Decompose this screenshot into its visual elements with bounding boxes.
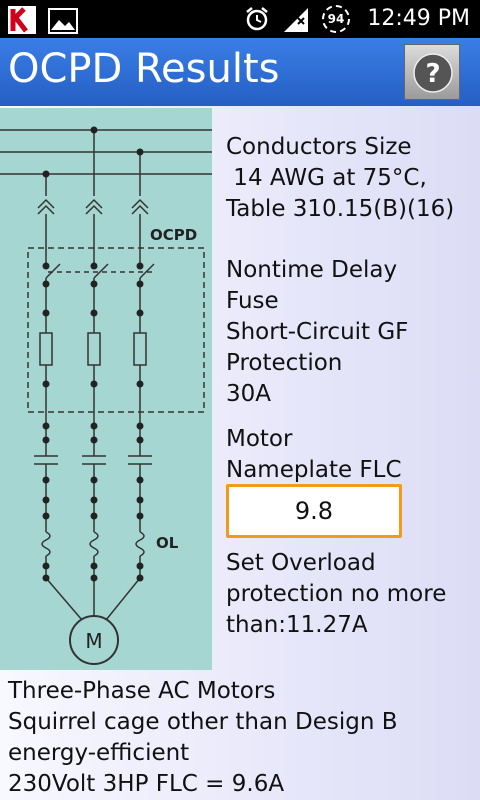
overload-line3: than:11.27A (226, 612, 368, 638)
nameplate-flc-input[interactable] (226, 484, 402, 538)
image-icon (48, 8, 78, 34)
motor-info: Three-Phase AC Motors Squirrel cage othe… (8, 676, 397, 800)
protection-type-line1: Nontime Delay (226, 257, 398, 283)
ol-label: OL (156, 534, 179, 552)
question-icon: ? (413, 53, 453, 93)
protection-value: 30A (226, 381, 272, 407)
motor-info-line1: Three-Phase AC Motors (8, 678, 276, 704)
motor-info-line3: energy-efficient (8, 740, 190, 766)
motor-label: M (85, 629, 102, 653)
ocpd-label: OCPD (150, 226, 197, 244)
motor-info-line2: Squirrel cage other than Design B (8, 709, 398, 735)
protection-type-line3: Short-Circuit GF (226, 319, 409, 345)
conductors-size-label: Conductors Size (226, 134, 412, 160)
flc-label-line2: Nameplate FLC (226, 457, 402, 483)
page-title: OCPD Results (8, 46, 280, 92)
motor-info-line4: 230Volt 3HP FLC = 9.6A (8, 771, 285, 797)
kaspersky-icon (8, 6, 36, 34)
conductors-size-value: 14 AWG at 75°C, (226, 165, 427, 191)
title-bar: OCPD Results ? (0, 38, 480, 106)
alarm-icon (246, 7, 268, 31)
overload-line1: Set Overload (226, 550, 376, 576)
conductors-table-ref: Table 310.15(B)(16) (226, 196, 455, 222)
protection-type-line2: Fuse (226, 288, 279, 314)
motor-circuit-diagram: OCPD OL M (0, 108, 212, 670)
signal-icon (284, 8, 308, 32)
content-area: OCPD OL M Conductors Size 14 AWG at 75°C… (0, 106, 480, 800)
protection-type-line4: Protection (226, 350, 343, 376)
flc-label-line1: Motor (226, 426, 293, 452)
help-button[interactable]: ? (404, 44, 460, 100)
clock: 12:49 PM (367, 6, 470, 31)
status-bar: 94 12:49 PM (0, 0, 480, 38)
battery-icon: 94 (322, 5, 350, 33)
svg-text:?: ? (425, 59, 440, 89)
overload-line2: protection no more (226, 581, 447, 607)
